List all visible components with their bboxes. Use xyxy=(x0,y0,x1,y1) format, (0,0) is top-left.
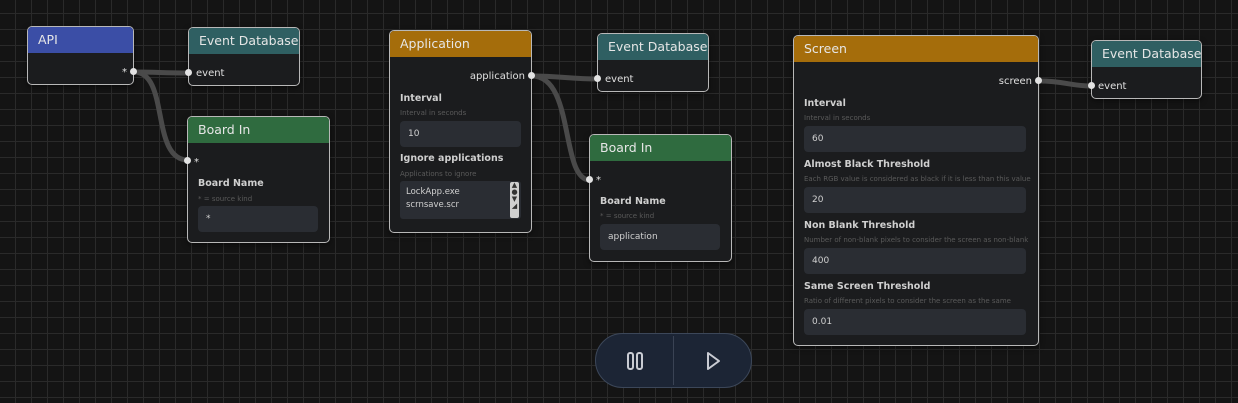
board-name-input[interactable]: * xyxy=(198,206,318,232)
input-label: * xyxy=(596,175,601,186)
ignore-line: LockApp.exe xyxy=(406,187,460,197)
interval-hint: Interval in seconds xyxy=(400,109,467,117)
output-label: application xyxy=(469,71,525,82)
node-title[interactable]: Event Database xyxy=(1092,41,1201,67)
same-screen-threshold-label: Same Screen Threshold xyxy=(804,281,931,292)
input-label: event xyxy=(196,68,225,79)
db-input-port[interactable] xyxy=(1088,82,1095,89)
textarea-scrollbar[interactable]: ▲ ● ▼ ◢ xyxy=(510,182,519,218)
board-in-node[interactable]: Board In * Board Name * = source kind * xyxy=(187,116,330,243)
board-input-port[interactable] xyxy=(586,176,593,183)
board-name-label: Board Name xyxy=(600,196,666,207)
interval-label: Interval xyxy=(400,93,442,104)
ignore-applications-textarea[interactable]: LockApp.exe scrnsave.scr ▲ ● ▼ ◢ xyxy=(400,181,521,219)
event-database-node[interactable]: Event Database event xyxy=(597,33,709,92)
api-output-port[interactable] xyxy=(130,68,137,75)
almost-black-threshold-input[interactable]: 20 xyxy=(804,187,1026,213)
api-node[interactable]: API * xyxy=(27,26,134,85)
almost-black-threshold-label: Almost Black Threshold xyxy=(804,159,931,170)
non-blank-threshold-input[interactable]: 400 xyxy=(804,248,1026,274)
screen-output-port[interactable] xyxy=(1035,77,1042,84)
interval-hint: Interval in seconds xyxy=(804,114,871,122)
scroll-down-icon[interactable]: ▼ xyxy=(511,195,518,203)
node-title[interactable]: Board In xyxy=(188,117,329,143)
board-in-node[interactable]: Board In * Board Name * = source kind ap… xyxy=(589,134,732,262)
node-title[interactable]: Application xyxy=(390,31,531,57)
node-title[interactable]: Event Database xyxy=(598,34,708,60)
board-name-hint: * = source kind xyxy=(600,212,655,220)
board-name-label: Board Name xyxy=(198,178,264,189)
board-name-input[interactable]: application xyxy=(600,224,720,250)
controls-divider xyxy=(673,336,674,385)
play-icon xyxy=(706,351,720,370)
input-label: event xyxy=(1098,81,1127,92)
non-blank-threshold-label: Non Blank Threshold xyxy=(804,220,916,231)
node-title[interactable]: Event Database xyxy=(189,28,299,54)
application-node[interactable]: Application application Interval Interva… xyxy=(389,30,532,233)
resize-handle-icon[interactable]: ◢ xyxy=(511,202,518,210)
event-database-node[interactable]: Event Database event xyxy=(1091,40,1202,99)
db-input-port[interactable] xyxy=(185,69,192,76)
ignore-applications-hint: Applications to ignore xyxy=(400,170,477,178)
board-input-port[interactable] xyxy=(184,157,191,164)
application-output-port[interactable] xyxy=(528,72,535,79)
ignore-line: scrnsave.scr xyxy=(406,200,460,210)
output-label: * xyxy=(122,67,127,78)
play-button[interactable] xyxy=(674,334,751,387)
event-database-node[interactable]: Event Database event xyxy=(188,27,300,86)
screen-node[interactable]: Screen screen Interval Interval in secon… xyxy=(793,35,1039,346)
interval-label: Interval xyxy=(804,98,846,109)
db-input-port[interactable] xyxy=(594,75,601,82)
node-title[interactable]: Board In xyxy=(590,135,731,161)
non-blank-threshold-hint: Number of non-blank pixels to consider t… xyxy=(804,236,1029,244)
node-title[interactable]: API xyxy=(28,27,133,53)
scroll-thumb-icon[interactable]: ● xyxy=(511,188,518,196)
same-screen-threshold-input[interactable]: 0.01 xyxy=(804,309,1026,335)
interval-input[interactable]: 60 xyxy=(804,126,1026,152)
input-label: event xyxy=(605,74,634,85)
same-screen-threshold-hint: Ratio of different pixels to consider th… xyxy=(804,297,1011,305)
playback-controls xyxy=(595,333,752,388)
output-label: screen xyxy=(998,76,1032,87)
pause-icon xyxy=(626,351,643,370)
almost-black-threshold-hint: Each RGB value is considered as black if… xyxy=(804,175,1031,183)
pause-button[interactable] xyxy=(596,334,673,387)
node-title[interactable]: Screen xyxy=(794,36,1038,62)
scroll-up-icon[interactable]: ▲ xyxy=(511,181,518,189)
input-label: * xyxy=(194,157,199,168)
interval-input[interactable]: 10 xyxy=(400,121,521,147)
ignore-applications-label: Ignore applications xyxy=(400,153,504,164)
board-name-hint: * = source kind xyxy=(198,195,253,203)
